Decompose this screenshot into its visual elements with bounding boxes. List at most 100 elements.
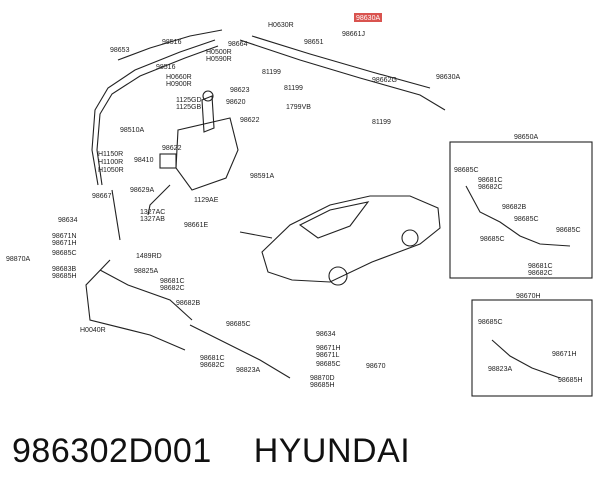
label-98591A: 98591A (250, 173, 274, 180)
label-1125GB: 1125GB (176, 104, 201, 111)
label-98823A: 98823A (236, 367, 260, 374)
label-98681C-b: 98681C (200, 355, 225, 362)
car-wheel-front (328, 266, 348, 286)
label-1799VB: 1799VB (286, 104, 311, 111)
label-98681C-c: 98681C (478, 177, 503, 184)
lower-hose (111, 189, 121, 241)
label-98670H: 98670H (516, 293, 541, 300)
inset-hose-b (491, 339, 561, 379)
label-98622-b: 98622 (162, 145, 182, 152)
label-1489RD: 1489RD (136, 253, 162, 260)
label-H0660R: H0660R (166, 74, 192, 81)
label-98629A: 98629A (130, 187, 154, 194)
label-98410: 98410 (134, 157, 154, 164)
label-98661E: 98661E (184, 222, 208, 229)
inset-hose-a (465, 185, 571, 247)
label-98664: 98664 (228, 41, 248, 48)
caption: 986302D001 HYUNDAI (12, 432, 442, 471)
label-1327AC: 1327AC (140, 209, 165, 216)
label-98661J: 98661J (342, 31, 365, 38)
label-98651: 98651 (304, 39, 324, 46)
left-hose-2 (96, 45, 219, 186)
label-98670: 98670 (366, 363, 386, 370)
pump-hose (147, 184, 171, 216)
label-H1150R: H1150R (98, 151, 123, 158)
label-98682B-b: 98682B (502, 204, 526, 211)
label-98682B: 98682B (176, 300, 200, 307)
label-98682C: 98682C (160, 285, 185, 292)
roof-hose-2 (251, 35, 431, 89)
car-wheel-rear (401, 229, 419, 247)
label-98671H-c: 98671H (552, 351, 577, 358)
front-hose (85, 259, 186, 351)
label-1129AE: 1129AE (194, 197, 219, 204)
label-98685H-b: 98685H (310, 382, 335, 389)
label-H0040R: H0040R (80, 327, 106, 334)
label-H1100R: H1100R (98, 159, 123, 166)
label-98685C-f: 98685C (556, 227, 581, 234)
reservoir-neck (201, 95, 215, 133)
parts-diagram: 98653 98516 98664 98516 H0500R H0590R H0… (6, 13, 593, 397)
label-98516-b: 98516 (156, 64, 176, 71)
car-body (261, 195, 441, 283)
label-H0900R: H0900R (166, 81, 192, 88)
label-98634: 98634 (58, 217, 78, 224)
label-98685C-d: 98685C (454, 167, 479, 174)
label-98620: 98620 (226, 99, 246, 106)
label-81199-c: 81199 (372, 119, 391, 126)
label-98685C-e: 98685C (514, 216, 539, 223)
front-hose-2 (99, 269, 193, 321)
label-98685H: 98685H (52, 273, 77, 280)
part-number: 986302D001 (12, 432, 212, 470)
label-98682C-b: 98682C (200, 362, 225, 369)
reservoir-cap (202, 90, 214, 102)
nozzle-hose (189, 324, 291, 379)
label-98630A-highlighted: 98630A (356, 15, 380, 22)
label-98671N: 98671N (52, 233, 77, 240)
reservoir-tank (175, 117, 239, 191)
label-81199-b: 81199 (284, 85, 303, 92)
label-98682C-c: 98682C (478, 184, 503, 191)
label-98662G: 98662G (372, 77, 397, 84)
label-98623: 98623 (230, 87, 250, 94)
label-H0630R: H0630R (268, 22, 294, 29)
label-98685C-g: 98685C (480, 236, 505, 243)
label-1125GD: 1125GD (176, 97, 202, 104)
left-hose (91, 39, 216, 186)
label-H1050R: H1050R (98, 167, 124, 174)
label-98685C-b: 98685C (226, 321, 251, 328)
label-98685C-h: 98685C (478, 319, 503, 326)
washer-pump (159, 153, 177, 169)
label-98630A-b: 98630A (436, 74, 460, 81)
label-81199: 81199 (262, 69, 281, 76)
label-98671L: 98671L (316, 352, 339, 359)
label-98681C-d: 98681C (528, 263, 553, 270)
inset-box-98650A (449, 141, 593, 279)
brand-name: HYUNDAI (253, 432, 411, 470)
part-labels: 98653 98516 98664 98516 H0500R H0590R H0… (6, 13, 583, 389)
roof-hose (239, 39, 446, 111)
label-98681C: 98681C (160, 278, 185, 285)
highlight-box (354, 13, 382, 22)
label-H0500R: H0500R (206, 49, 232, 56)
upper-hose (117, 29, 223, 61)
label-98823A-b: 98823A (488, 366, 512, 373)
label-H0590R: H0590R (206, 56, 232, 63)
label-98683B: 98683B (52, 266, 76, 273)
label-98825A: 98825A (134, 268, 158, 275)
label-1327AB: 1327AB (140, 216, 165, 223)
pointer-arrow (239, 231, 273, 239)
label-98516: 98516 (162, 39, 182, 46)
inset-box-98670H (471, 299, 593, 397)
label-98622: 98622 (240, 117, 260, 124)
label-98870D: 98870D (310, 375, 335, 382)
car-windshield (298, 201, 370, 239)
label-98870A: 98870A (6, 256, 30, 263)
label-98634-b: 98634 (316, 331, 336, 338)
label-98685H-c: 98685H (558, 377, 583, 384)
label-98667: 98667 (92, 193, 112, 200)
label-98671H: 98671H (52, 240, 77, 247)
label-98682C-d: 98682C (528, 270, 553, 277)
label-98510A: 98510A (120, 127, 144, 134)
label-98671H-b: 98671H (316, 345, 341, 352)
